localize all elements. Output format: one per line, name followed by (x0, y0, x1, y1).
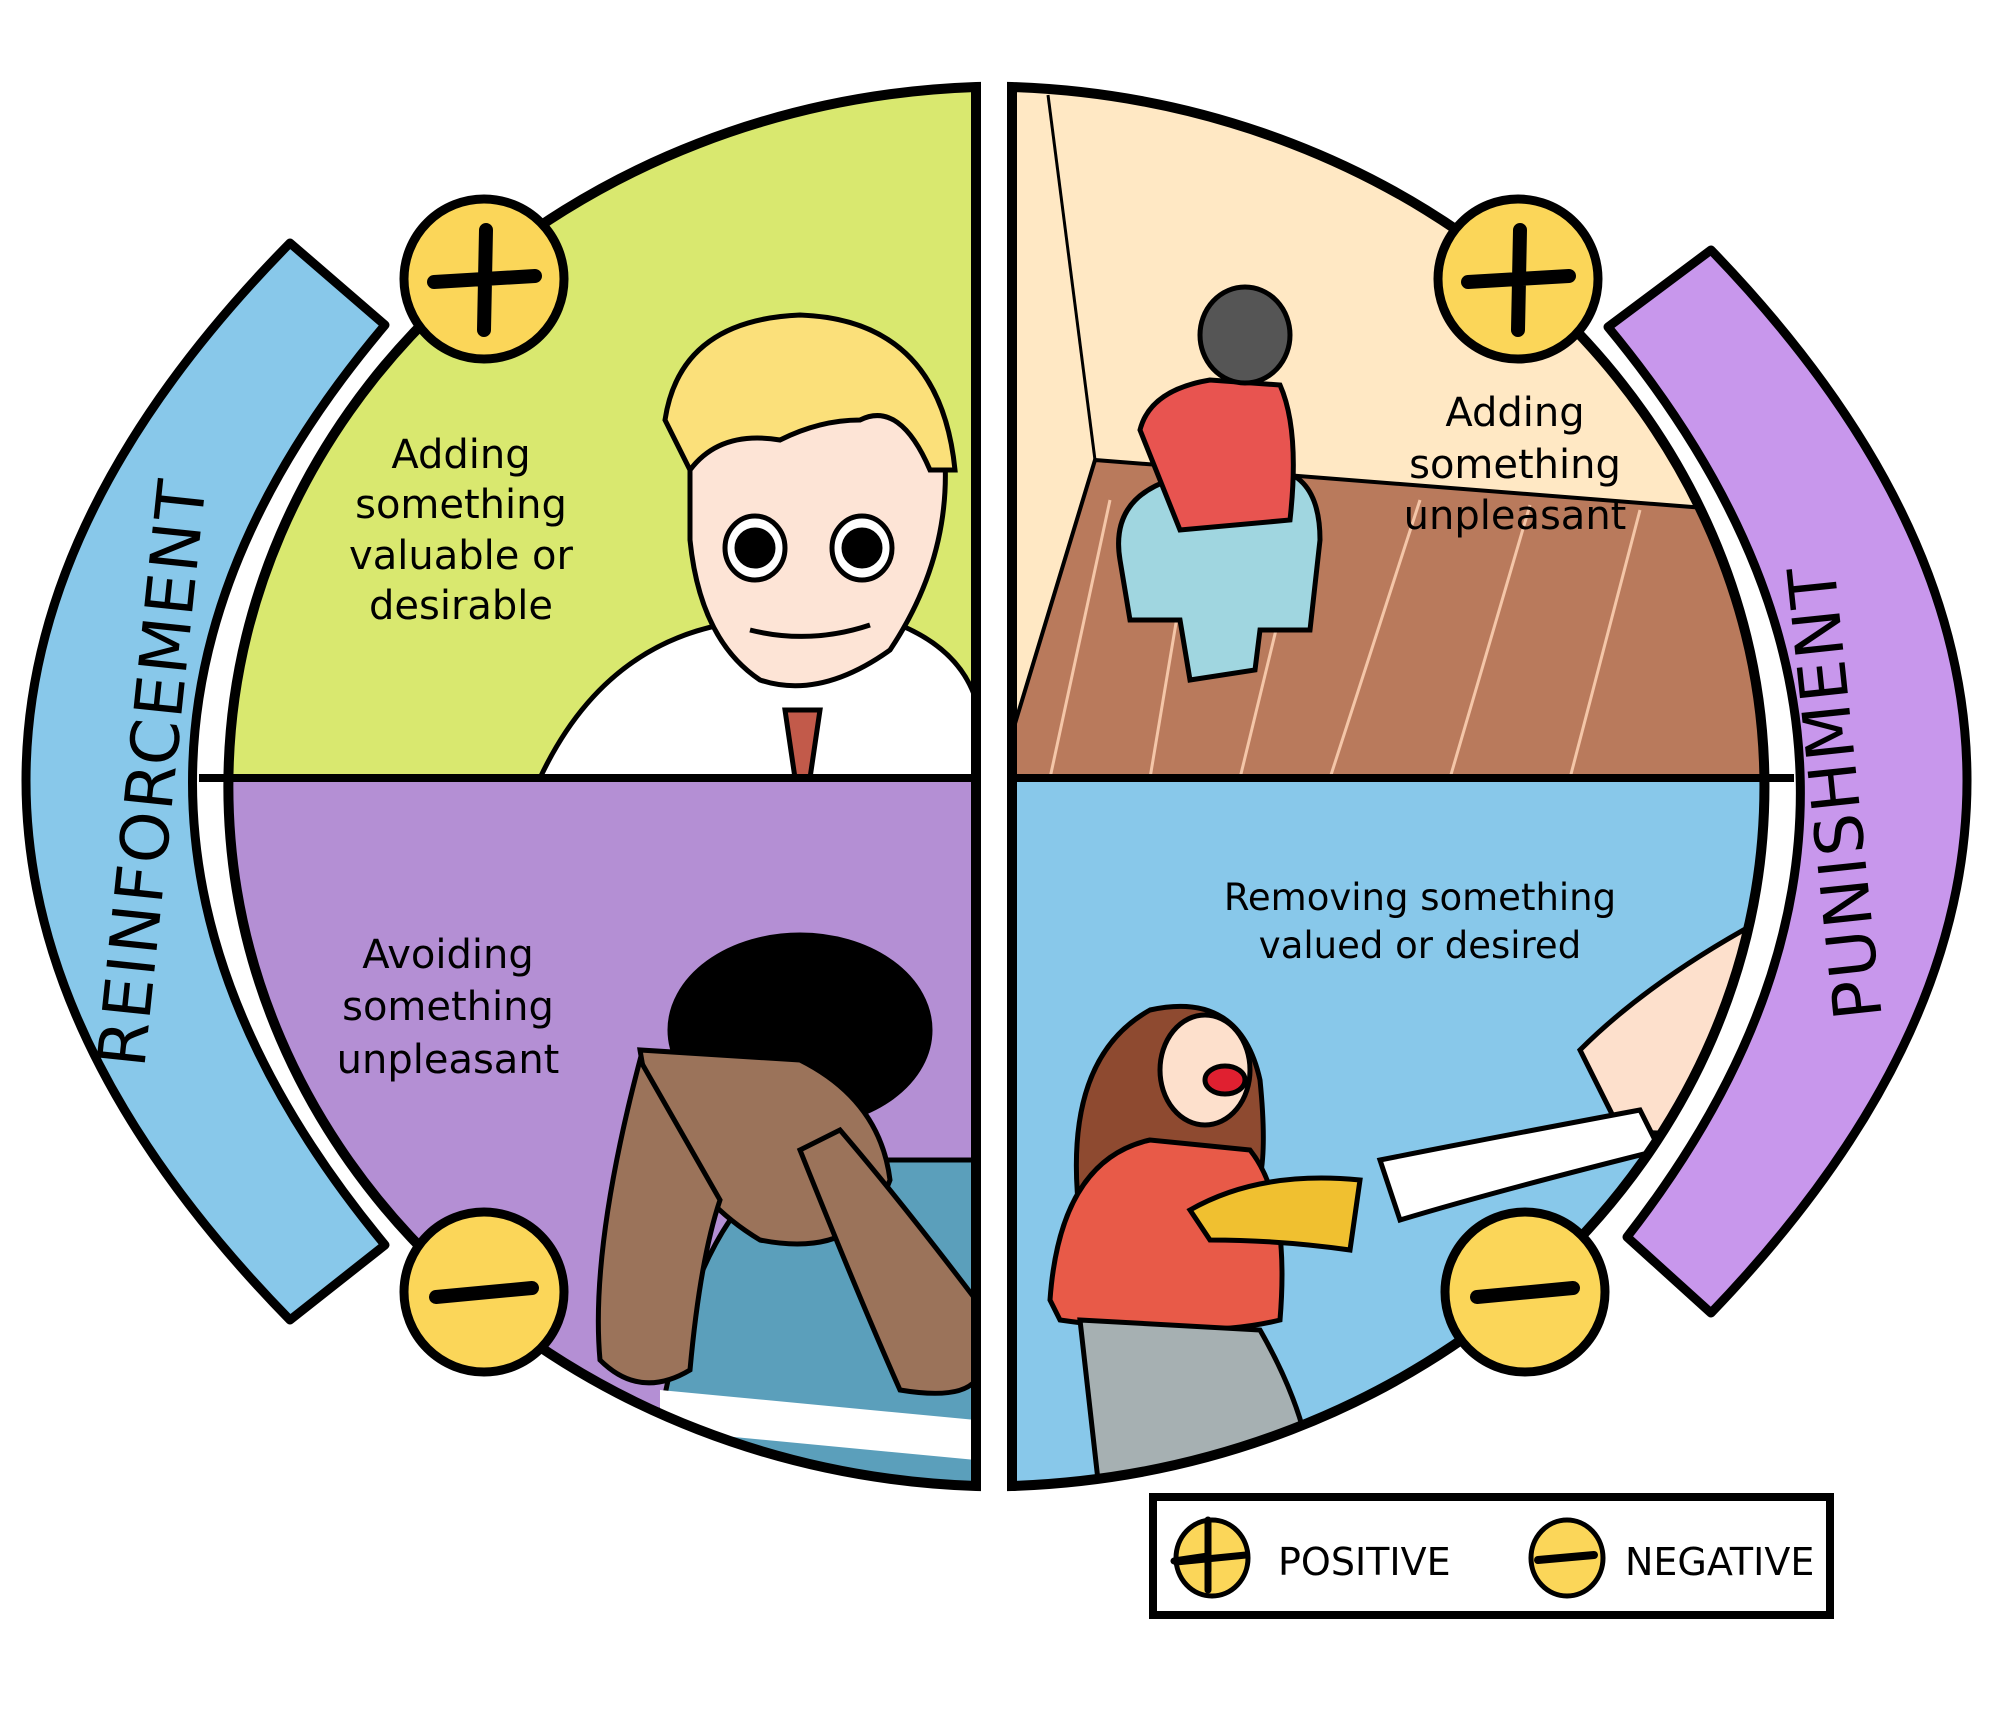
reinforcement-band (21, 238, 390, 1325)
positive-reinforcement-line-3: valuable or (349, 533, 573, 579)
legend: POSITIVE NEGATIVE (1149, 1493, 1834, 1619)
negative-reinforcement-line-2: something (342, 984, 554, 1030)
negative-reinforcement-line-1: Avoiding (362, 932, 534, 978)
negative-punishment-line-1: Removing something (1224, 876, 1616, 919)
minus-icon (399, 1207, 569, 1377)
positive-punishment-line-1: Adding (1445, 390, 1584, 436)
legend-positive-label: POSITIVE (1278, 1540, 1451, 1584)
positive-reinforcement-line-4: desirable (369, 583, 553, 629)
minus-icon (1440, 1207, 1610, 1377)
positive-punishment-line-2: something (1409, 442, 1621, 488)
legend-negative-label: NEGATIVE (1625, 1540, 1814, 1584)
negative-reinforcement-line-3: unpleasant (337, 1037, 560, 1083)
happy-boy-illustration (536, 312, 977, 781)
punishment-band (1603, 245, 1972, 1318)
positive-reinforcement-line-2: something (355, 482, 567, 528)
plus-icon (399, 194, 569, 364)
positive-reinforcement-line-1: Adding (391, 432, 530, 478)
negative-legend-icon (1528, 1517, 1606, 1599)
negative-punishment-line-2: valued or desired (1259, 924, 1581, 967)
boy-covering-face-illustration (595, 932, 977, 1486)
plus-icon (1433, 194, 1603, 364)
positive-punishment-line-3: unpleasant (1404, 493, 1627, 539)
child-in-corner-illustration (1116, 284, 1323, 683)
positive-legend-icon (1170, 1516, 1251, 1599)
